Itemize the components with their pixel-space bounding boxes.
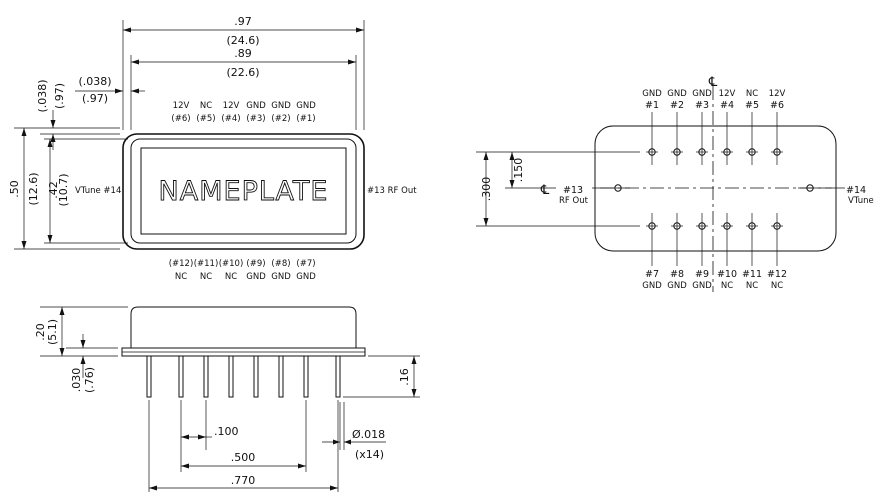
bottom-view: ℄ ℄ .300 .150 xyxy=(476,75,874,292)
bottom-pin-func: NC xyxy=(200,272,212,282)
top-view-top-pin-labels: 12V (#6) NC (#5) 12V (#4) GND (#3) GND (… xyxy=(171,101,316,124)
bottom-view-top-pin-labels: GND #1 GND #2 GND #3 12V #4 NC #5 12V #6 xyxy=(642,89,785,111)
top-pin-func: 12V xyxy=(173,101,190,111)
dim-inner-height-in: .42 xyxy=(47,181,60,199)
bottom-pin-func: GND xyxy=(296,272,316,282)
dim-edge-offset-in-v: (.038) xyxy=(36,79,49,112)
top-pin-num: (#4) xyxy=(221,114,240,124)
dim-pitch: .100 xyxy=(214,425,239,438)
pin-func: GND xyxy=(642,281,662,291)
dim-inner-width-mm: (22.6) xyxy=(226,66,259,79)
bottom-view-outline xyxy=(594,125,837,252)
top-pin-func: GND xyxy=(246,101,266,111)
pin-num: #7 xyxy=(645,269,659,280)
dim-inner-width-in: .89 xyxy=(234,47,252,60)
top-view-body-inner xyxy=(130,138,357,244)
pin-func: NC xyxy=(721,281,733,291)
pin-num: #8 xyxy=(670,269,684,280)
dim-edge-offset-mm-v: (.97) xyxy=(53,83,66,109)
bottom-view-bottom-pins xyxy=(646,213,783,266)
dim-overall-width-in: .97 xyxy=(234,15,252,28)
pin-func: GND xyxy=(667,281,687,291)
pin-num: #5 xyxy=(745,100,759,111)
pin-func: GND xyxy=(667,89,687,99)
pin-13-num: #13 xyxy=(563,185,583,196)
bottom-pin-num: (#12) xyxy=(169,259,194,269)
top-pin-func: GND xyxy=(271,101,291,111)
dim-row-spacing: .300 xyxy=(480,177,493,202)
top-view-body-outer xyxy=(122,133,365,250)
bottom-pin-num: (#8) xyxy=(271,259,290,269)
dim-edge-offset-mm: (.97) xyxy=(82,92,108,105)
pin-num: #12 xyxy=(767,269,787,280)
pin-func: GND xyxy=(642,89,662,99)
side-view-leads xyxy=(146,355,341,398)
dim-side-height-mm: (5.1) xyxy=(46,319,59,345)
rf-out-label: #13 RF Out xyxy=(367,186,417,196)
centerline-symbol-side: ℄ xyxy=(540,183,550,198)
dim-span-770: .770 xyxy=(231,474,256,487)
dim-lead-diameter: Ø.018 xyxy=(352,428,385,441)
pin-14-func: VTune xyxy=(848,196,874,206)
dim-span-500: .500 xyxy=(231,451,256,464)
top-pin-num: (#3) xyxy=(246,114,265,124)
top-pin-num: (#1) xyxy=(296,114,315,124)
bottom-pin-num: (#11) xyxy=(194,259,219,269)
top-pin-func: GND xyxy=(296,101,316,111)
nameplate-text: NAMEPLATE xyxy=(159,176,329,207)
pin-func: NC xyxy=(771,281,783,291)
top-view-bottom-pin-labels: (#12) NC (#11) NC (#10) NC (#9) GND (#8)… xyxy=(169,259,316,282)
dim-overall-width-mm: (24.6) xyxy=(226,34,259,47)
bottom-view-bottom-pin-labels: #7 GND #8 GND #9 GND #10 NC #11 NC #12 N… xyxy=(642,269,787,291)
bottom-pin-func: GND xyxy=(246,272,266,282)
pin-func: NC xyxy=(746,89,758,99)
bottom-view-top-pins xyxy=(646,112,783,165)
dim-flange-in: .030 xyxy=(70,368,83,393)
pin-num: #2 xyxy=(670,100,684,111)
centerline-symbol-top: ℄ xyxy=(708,75,718,90)
dim-flange-mm: (.76) xyxy=(83,367,96,393)
dim-overall-height-mm: (12.6) xyxy=(27,172,40,205)
dim-overall-height-in: .50 xyxy=(8,180,21,198)
dim-side-height-in: .20 xyxy=(34,323,47,341)
bottom-pin-func: NC xyxy=(175,272,187,282)
dim-lead-qty: (x14) xyxy=(355,448,384,461)
pin-func: 12V xyxy=(769,89,786,99)
pin-14-num: #14 xyxy=(846,185,866,196)
pin-num: #1 xyxy=(645,100,659,111)
top-pin-num: (#6) xyxy=(171,114,190,124)
pin-num: #6 xyxy=(770,100,784,111)
dim-lead-length: .16 xyxy=(398,368,411,386)
top-pin-func: NC xyxy=(200,101,212,111)
top-pin-func: 12V xyxy=(223,101,240,111)
pin-func: 12V xyxy=(719,89,736,99)
top-pin-num: (#2) xyxy=(271,114,290,124)
pin-func: NC xyxy=(746,281,758,291)
pin-num: #10 xyxy=(717,269,737,280)
vtune-label: VTune #14 xyxy=(75,186,121,196)
side-view: .20 (5.1) .030 (.76) .16 .100 .500 xyxy=(34,306,420,492)
bottom-pin-func: NC xyxy=(225,272,237,282)
dim-half-row-spacing: .150 xyxy=(512,158,525,183)
pin-num: #11 xyxy=(742,269,762,280)
pin-num: #3 xyxy=(695,100,709,111)
nameplate-box xyxy=(140,147,347,235)
pin-13-func: RF Out xyxy=(559,196,589,206)
bottom-pin-num: (#7) xyxy=(296,259,315,269)
top-pin-num: (#5) xyxy=(196,114,215,124)
pin-num: #4 xyxy=(720,100,734,111)
dim-inner-height-mm: (10.7) xyxy=(57,173,70,206)
dim-edge-offset-in: (.038) xyxy=(78,75,111,88)
pin-func: GND xyxy=(692,281,712,291)
pin-num: #9 xyxy=(695,269,709,280)
pin-func: GND xyxy=(692,89,712,99)
bottom-pin-num: (#10) xyxy=(219,259,244,269)
bottom-pin-func: GND xyxy=(271,272,291,282)
bottom-pin-num: (#9) xyxy=(246,259,265,269)
top-view: NAMEPLATE .97 (24.6) .89 (22.6) (.038) (… xyxy=(8,15,417,282)
side-view-can xyxy=(130,306,357,348)
